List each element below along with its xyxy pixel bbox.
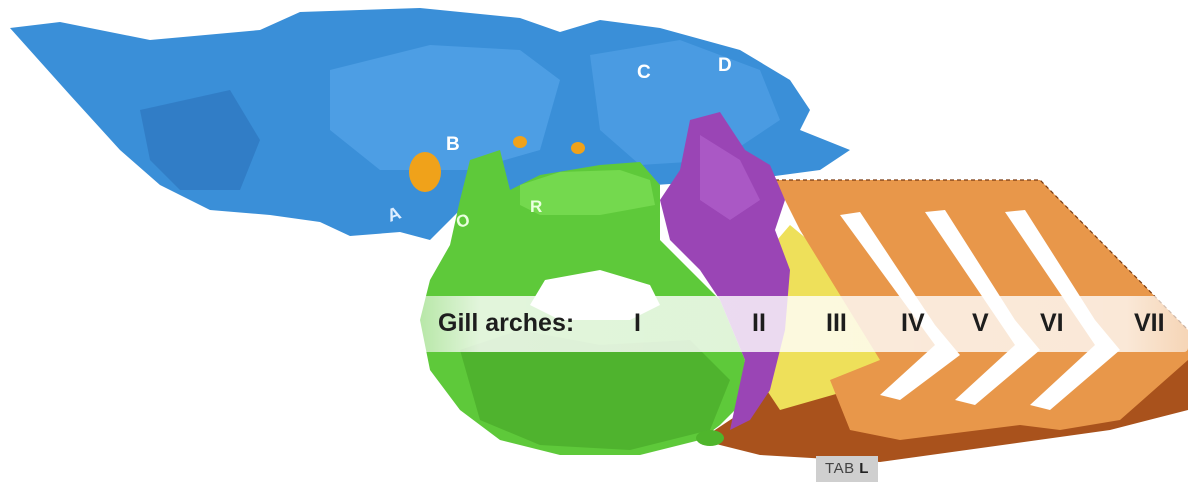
gill-arches-title: Gill arches: [438, 303, 574, 343]
arch-label-3: III [826, 303, 847, 343]
tab-l-tag: TAB L [816, 456, 878, 482]
tab-key: L [859, 460, 869, 477]
skull-label-d: D [718, 55, 732, 76]
tab-prefix: TAB [825, 460, 855, 477]
arch-label-1: I [634, 303, 641, 343]
skull-foramen [571, 142, 585, 154]
skull-shading [330, 45, 560, 170]
arch-label-6: VI [1040, 303, 1064, 343]
skull-label-c: C [637, 62, 651, 83]
skull-label-b: B [446, 134, 460, 155]
green-label-r: R [530, 197, 542, 216]
green-knob [696, 430, 724, 446]
arch-label-7: VII [1134, 303, 1165, 343]
arch-label-4: IV [901, 303, 925, 343]
arch-label-5: V [972, 303, 989, 343]
skull-foramen [513, 136, 527, 148]
arch-label-2: II [752, 303, 766, 343]
skull-foramen [409, 152, 441, 192]
